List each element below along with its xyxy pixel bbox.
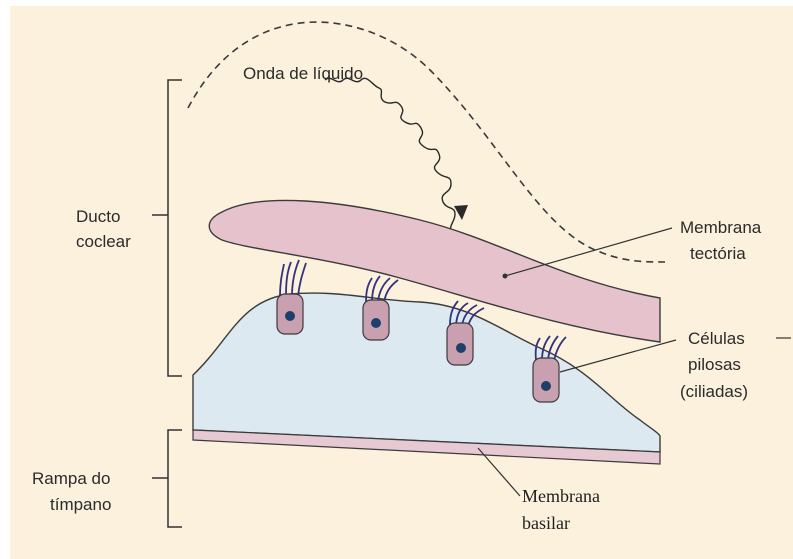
fluid-wave-label: Onda de líquido [243, 64, 363, 83]
hair-cells-label-line2: pilosas [688, 355, 741, 374]
tympanic-bracket [168, 430, 182, 527]
tectorial-leader-dot [503, 274, 508, 279]
hair-cells-label-line1: Células [688, 329, 745, 348]
cochlear-duct-label-line1: Ducto [76, 207, 120, 226]
cochlear-duct-label-line2: coclear [76, 232, 131, 251]
tectorial-label-line1: Membrana [680, 218, 762, 237]
hair-cells-leader-line [560, 340, 676, 372]
cochlear-duct-bracket [168, 80, 182, 376]
tectorial-leader-line [505, 228, 672, 276]
wave-arrow-head [454, 205, 468, 220]
basilar-label-line1: Membrana [522, 486, 600, 506]
tympanic-label-line1: Rampa do [32, 469, 110, 488]
hair-cells-label-line3: (ciliadas) [680, 382, 748, 401]
hair-cell-1 [277, 260, 306, 334]
tympanic-label-line2: tímpano [50, 495, 111, 514]
basilar-label-line2: basilar [522, 513, 570, 533]
tectorial-label-line2: tectória [690, 244, 746, 263]
